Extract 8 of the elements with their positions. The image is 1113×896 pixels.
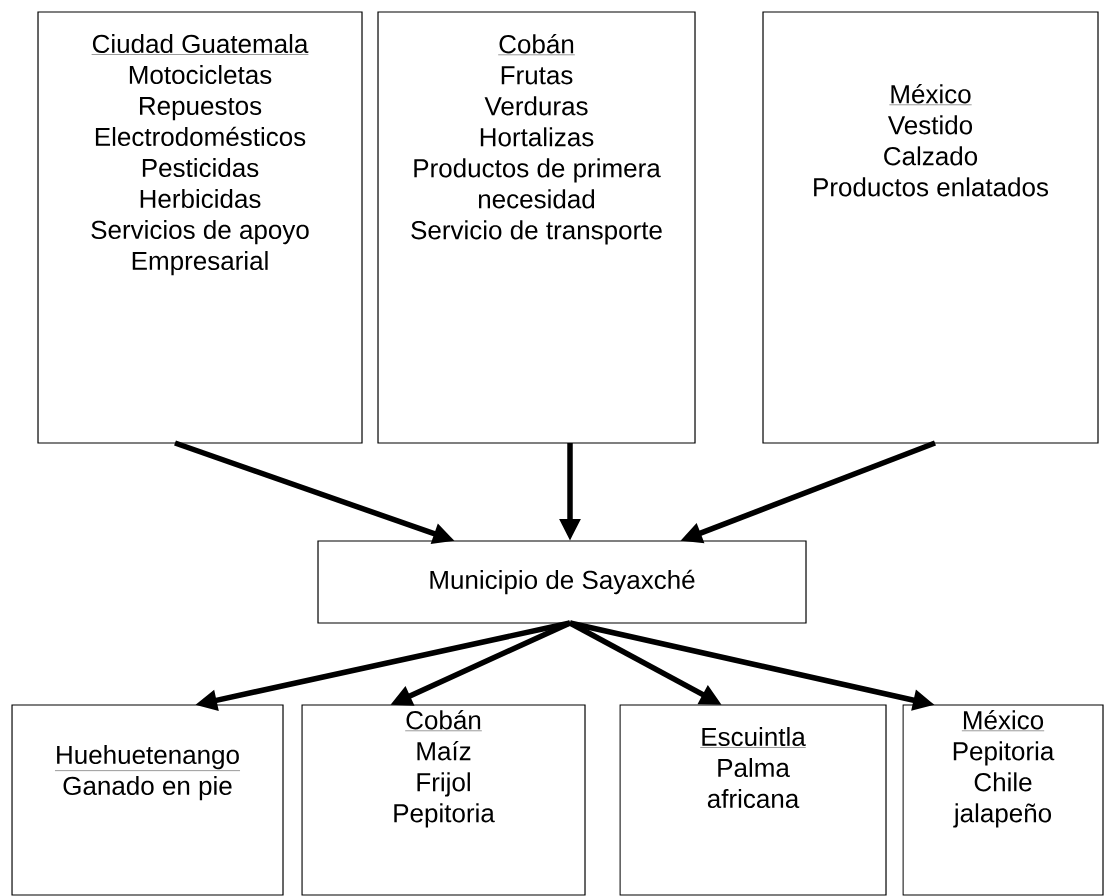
source-box: Ciudad Guatemala Motocicletas Repuestos Electrodomésticos Pesticidas Herbicidas Servicios de apoyo Empresarial xyxy=(37,11,363,444)
destination-box: Cobán Maíz Frijol Pepitoria xyxy=(301,704,586,896)
destination-box: Escuintla Palma africana xyxy=(619,704,887,896)
source-box: Cobán Frutas Verduras Hortalizas Productos de primera necesidad Servicio de transporte xyxy=(377,11,696,444)
municipality-box: Municipio de Sayaxché xyxy=(317,540,807,624)
destination-box: Huehuetenango Ganado en pie xyxy=(11,704,284,896)
source-box: México Vestido Calzado Productos enlatados xyxy=(762,11,1099,444)
destination-box: México Pepitoria Chile jalapeño xyxy=(902,704,1104,896)
